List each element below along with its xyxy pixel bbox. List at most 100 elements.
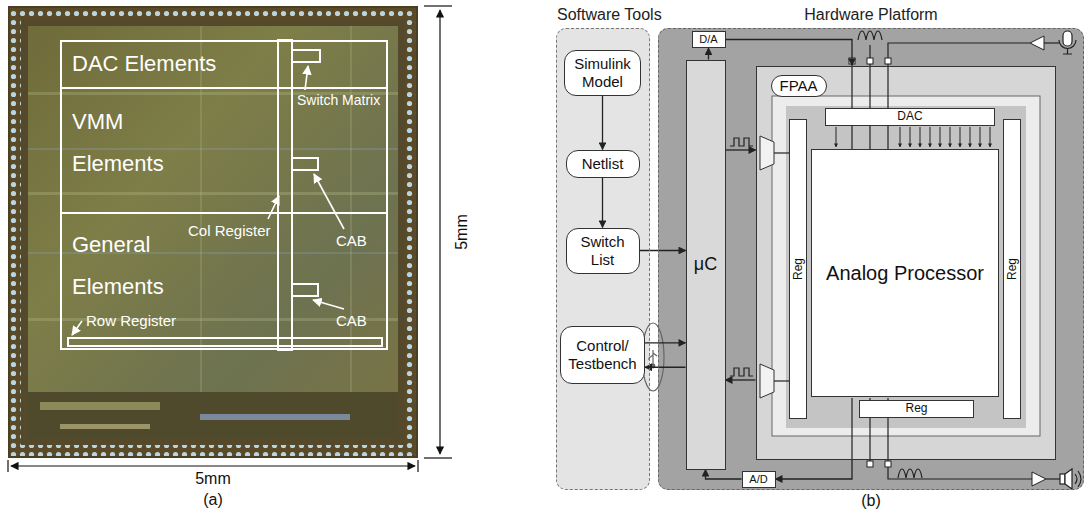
- process-box: Simulink Model: [564, 50, 641, 96]
- panel-title: Software Tools: [557, 6, 662, 24]
- dimension-tick: [424, 457, 452, 458]
- fpaa-core: [786, 106, 1026, 428]
- connector-arrow: [726, 379, 756, 380]
- hardware-panel: Hardware PlatformD/AμCFPAADACRegAnalog P…: [658, 28, 1084, 490]
- dimension-tick: [7, 460, 8, 472]
- dac-arrow: [960, 127, 961, 147]
- box-label: Switch List: [574, 233, 632, 268]
- connector-arrow: [708, 48, 709, 60]
- connector-arrow: [776, 460, 853, 480]
- pin: [867, 461, 873, 467]
- part-label: Row Register: [86, 312, 176, 329]
- software-panel-fill: [556, 28, 650, 490]
- box-label: Simulink Model: [571, 55, 635, 90]
- box-label: Netlist: [582, 155, 624, 172]
- connector-arrow: [726, 149, 756, 150]
- converter-box: D/A: [692, 31, 726, 48]
- connector-arrow: [645, 342, 686, 343]
- dac-arrow: [836, 127, 837, 147]
- dimension-line: [439, 10, 440, 454]
- processor-block: Analog Processor: [811, 149, 999, 397]
- leader-line: [313, 300, 344, 309]
- pin: [867, 58, 873, 64]
- pin: [885, 461, 891, 467]
- dac-arrow: [940, 127, 941, 147]
- connector-arrow: [602, 96, 603, 150]
- dac-arrow: [910, 127, 911, 147]
- signal-wire: [851, 398, 852, 460]
- connector-arrow: [602, 178, 603, 228]
- hardware-panel-fill: [658, 28, 1084, 490]
- die-core: [28, 26, 398, 438]
- dimension-label: 5mm: [453, 214, 471, 250]
- cab-outline: [292, 158, 318, 170]
- multiplexer: [760, 136, 774, 170]
- box-label: Reg: [1006, 258, 1018, 280]
- die-feature: [60, 424, 150, 429]
- panel-title: Hardware Platform: [804, 6, 937, 24]
- signal-wire: [774, 152, 790, 153]
- box-label: General Elements: [72, 224, 184, 308]
- dac-block: DAC: [825, 108, 995, 126]
- clock-pulse: [730, 368, 753, 376]
- box-label: A/D: [749, 473, 767, 486]
- die-feature: [200, 414, 350, 420]
- usb-oval: [642, 323, 664, 391]
- speaker-body: [1060, 474, 1065, 484]
- box-label: DAC: [897, 110, 922, 124]
- connector-arrow: [645, 367, 686, 368]
- platform-art: [556, 28, 1084, 490]
- dac-arrow: [990, 127, 991, 147]
- dimension-label: 5mm: [195, 470, 231, 488]
- box-label: Control/ Testbench: [565, 337, 641, 372]
- metal-stripe: [28, 192, 398, 195]
- part-label: Switch Matrix: [297, 92, 380, 108]
- box-label: D/A: [699, 33, 717, 46]
- leader-line: [268, 196, 279, 219]
- panel-caption: (a): [203, 491, 223, 509]
- signal-wire: [774, 380, 790, 381]
- dimension-tick: [424, 5, 452, 6]
- part-label: CAB: [336, 312, 367, 329]
- fpaa-fill: [756, 66, 1056, 460]
- dimension-lines: [8, 6, 452, 472]
- pin: [885, 58, 891, 64]
- analog-waveform: [898, 469, 922, 478]
- die-periphery: [28, 392, 398, 438]
- connector-arrow: [640, 250, 686, 251]
- register-block: Reg: [859, 400, 974, 418]
- sound-wave: [1075, 471, 1081, 487]
- converter-box: A/D: [742, 471, 776, 488]
- box-label: Reg: [905, 402, 927, 416]
- dac-arrows: [836, 127, 990, 147]
- leader-line: [314, 174, 344, 229]
- leader-line: [72, 321, 82, 335]
- metal-stripe: [28, 148, 398, 150]
- tool-panel: Software ToolsSimulink ModelNetlistSwitc…: [556, 28, 650, 490]
- cab-outline: [292, 284, 318, 296]
- speaker-cone: [1065, 469, 1072, 489]
- amplifier-symbol: [1032, 472, 1046, 486]
- die-feature: [40, 402, 160, 410]
- signal-wire: [1046, 478, 1060, 479]
- box-label: Reg: [792, 258, 804, 280]
- usb-trident: [649, 350, 657, 365]
- dimension-tick: [417, 460, 418, 472]
- box-label: μC: [694, 254, 717, 275]
- chip-region-band: DAC Elements: [60, 40, 388, 89]
- amplifier-symbol: [1030, 36, 1044, 50]
- fpaa-ring: [772, 96, 1040, 436]
- cab-outline: [292, 50, 320, 62]
- dimension-line: [11, 465, 415, 466]
- multiplexer: [760, 364, 774, 398]
- bond-pad-ring: [10, 8, 416, 456]
- process-box: Netlist: [566, 150, 640, 178]
- box-label: Analog Processor: [826, 262, 984, 285]
- box-label: FPAA: [771, 75, 827, 97]
- connector-arrow: [726, 40, 853, 66]
- dac-arrow: [900, 127, 901, 147]
- dac-arrow: [950, 127, 951, 147]
- analog-waveform: [858, 31, 882, 40]
- signal-wires: [774, 43, 1060, 479]
